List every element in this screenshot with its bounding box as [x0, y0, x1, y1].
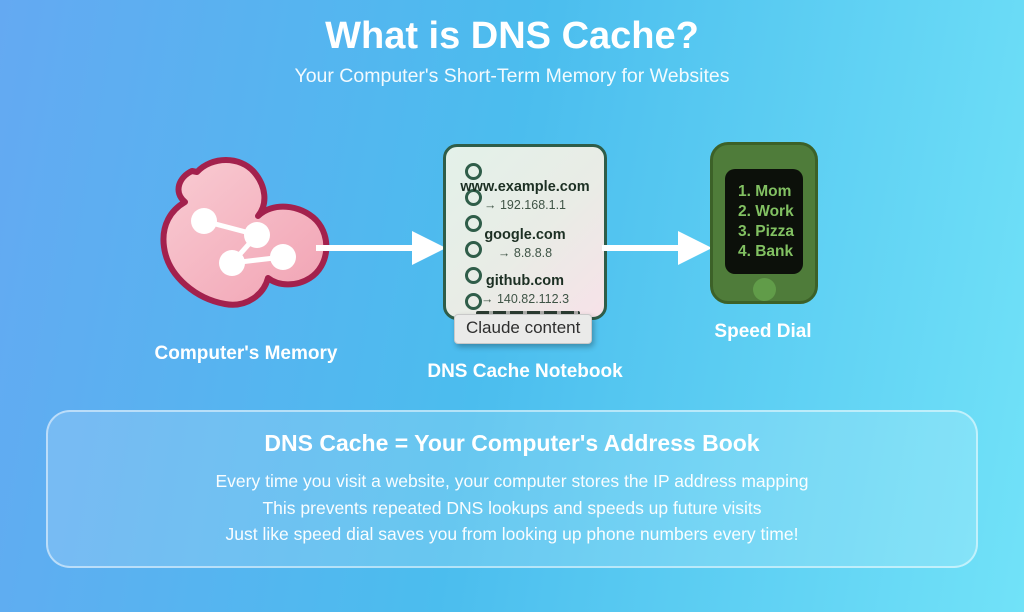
- arrow-head: [678, 231, 712, 265]
- page-subtitle: Your Computer's Short-Term Memory for We…: [294, 65, 730, 87]
- memory-brain-icon: [160, 157, 330, 308]
- summary-heading: DNS Cache = Your Computer's Address Book: [264, 430, 760, 456]
- home-button-icon: [753, 278, 776, 301]
- claude-content-tooltip: Claude content: [454, 314, 593, 344]
- spiral-ring-icon: [465, 215, 482, 232]
- speed-dial-entry: 2. Work: [738, 203, 794, 220]
- dns-entry-domain: www.example.com: [460, 179, 590, 195]
- arrow-right-icon: [316, 231, 446, 265]
- spiral-ring-icon: [465, 293, 482, 310]
- summary-text: Every time you visit a website, your com…: [48, 468, 976, 548]
- summary-line: Every time you visit a website, your com…: [215, 471, 809, 491]
- phone-label: Speed Dial: [714, 321, 812, 342]
- summary-line: This prevents repeated DNS lookups and s…: [262, 497, 762, 518]
- dns-entry-ip: → 8.8.8.8: [497, 246, 553, 260]
- page-title: What is DNS Cache?: [325, 15, 699, 57]
- struck-entry-remnant: [476, 311, 580, 315]
- speed-dial-entry: 3. Pizza: [738, 223, 794, 240]
- spiral-ring-icon: [465, 241, 482, 258]
- spiral-ring-icon: [465, 267, 482, 284]
- summary-line: Just like speed dial saves you from look…: [225, 524, 799, 544]
- dns-cache-notebook: www.example.com → 192.168.1.1 google.com…: [443, 144, 607, 320]
- dns-entry-domain: github.com: [485, 273, 565, 289]
- arrow-right-icon: [602, 231, 716, 265]
- summary-card: DNS Cache = Your Computer's Address Book…: [46, 410, 978, 568]
- dns-entry-domain: google.com: [484, 227, 566, 243]
- spiral-ring-icon: [465, 189, 482, 206]
- speed-dial-entry: 4. Bank: [738, 243, 794, 260]
- notebook-label: DNS Cache Notebook: [427, 361, 623, 382]
- speed-dial-entry: 1. Mom: [738, 183, 792, 200]
- phone-screen: 1. Mom 2. Work 3. Pizza 4. Bank: [725, 169, 803, 274]
- dns-entry-ip: → 192.168.1.1: [483, 198, 566, 212]
- spiral-ring-icon: [465, 163, 482, 180]
- arrow-shaft: [602, 245, 682, 251]
- memory-label: Computer's Memory: [154, 343, 338, 364]
- arrow-head: [412, 231, 446, 265]
- arrow-shaft: [316, 245, 416, 251]
- dns-entry-ip: → 140.82.112.3: [480, 292, 570, 306]
- speed-dial-phone-icon: 1. Mom 2. Work 3. Pizza 4. Bank: [710, 142, 818, 304]
